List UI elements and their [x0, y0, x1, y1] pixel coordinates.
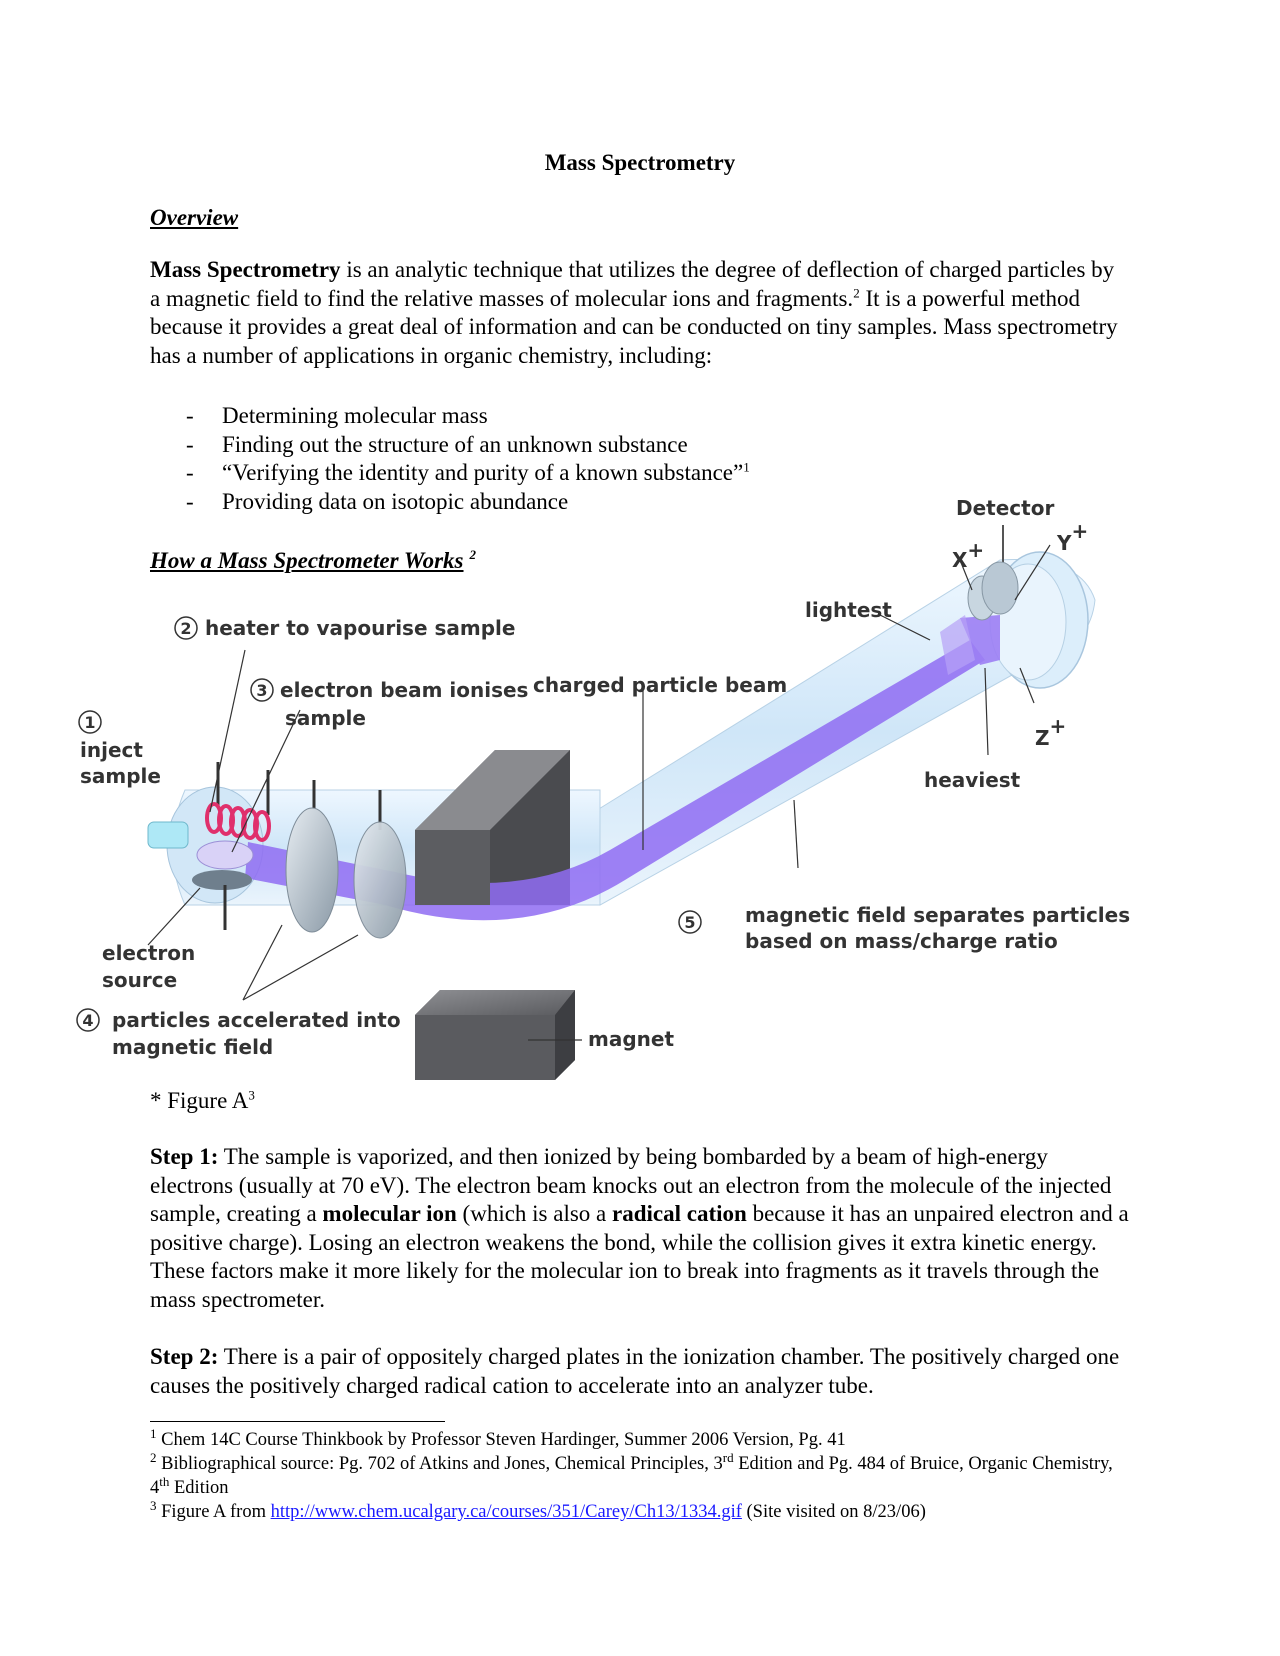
electron-source [192, 870, 252, 890]
label-inject-2: sample [80, 764, 161, 788]
vapourised-sample [196, 840, 254, 870]
label-y: Y+ [1056, 519, 1088, 555]
label-heater: heater to vapourise sample [205, 616, 515, 640]
step2-label: Step 2: [150, 1344, 219, 1369]
label-separate-1: magnetic field separates particles [745, 903, 1130, 927]
overview-text-2: It is a powerful method because it provi… [150, 285, 1118, 368]
page-title: Mass Spectrometry [544, 150, 736, 175]
label-x: X+ [952, 538, 984, 572]
inject-nozzle [147, 821, 189, 849]
label-ionise-2: sample [285, 706, 366, 730]
label-inject-1: inject [80, 738, 143, 762]
list-item: -“Verifying the identity and purity of a… [186, 459, 750, 485]
footnote-divider [150, 1421, 445, 1422]
label-accelerate-1: particles accelerated into [112, 1008, 401, 1032]
accelerating-plate-2 [353, 821, 407, 939]
step-number-3: 3 [256, 681, 267, 700]
mass-spectrometer-diagram: Detector X+ Y+ Z+ lightest heaviest char… [76, 496, 1130, 1080]
footnote-3: 3 Figure A from http://www.chem.ucalgary… [150, 1497, 926, 1522]
footnote-ref: 2 [853, 284, 860, 300]
step-number-2: 2 [180, 619, 191, 638]
label-z: Z+ [1035, 714, 1066, 750]
term-radical-cation: radical cation [612, 1201, 747, 1226]
step1-label: Step 1: [150, 1144, 219, 1169]
accelerating-plate-1 [285, 807, 339, 933]
step-number-1: 1 [84, 713, 95, 732]
detector-main [981, 561, 1019, 615]
source-link[interactable]: http://www.chem.ucalgary.ca/courses/351/… [270, 1502, 742, 1522]
label-detector: Detector [956, 496, 1054, 520]
label-magnet: magnet [588, 1027, 674, 1051]
label-lightest: lightest [805, 598, 892, 622]
label-source-2: source [102, 968, 177, 992]
step-number-5: 5 [684, 913, 695, 932]
step2-paragraph: Step 2: There is a pair of oppositely ch… [150, 1344, 1120, 1398]
list-item: -Determining molecular mass [186, 403, 488, 428]
label-heaviest: heaviest [924, 768, 1021, 792]
step1-paragraph: Step 1: The sample is vaporized, and the… [150, 1144, 1129, 1312]
footnote-1: 1 Chem 14C Course Thinkbook by Professor… [150, 1425, 846, 1450]
label-accelerate-2: magnetic field [112, 1035, 273, 1059]
overview-paragraph: Mass Spectrometry is an analytic techniq… [150, 256, 1130, 370]
term-molecular-ion: molecular ion [322, 1201, 457, 1226]
label-beam: charged particle beam [533, 673, 787, 697]
list-item: -Providing data on isotopic abundance [186, 488, 569, 514]
step-number-4: 4 [82, 1011, 93, 1030]
footnote-2: 2 Bibliographical source: Pg. 702 of Atk… [150, 1449, 1113, 1498]
overview-text-1: is an analytic technique that utilizes t… [150, 257, 1115, 311]
list-item: -Finding out the structure of an unknown… [186, 431, 688, 457]
overview-term: Mass Spectrometry [150, 257, 341, 282]
label-ionise-1: electron beam ionises [280, 678, 528, 702]
label-separate-2: based on mass/charge ratio [745, 929, 1058, 953]
applications-list: -Determining molecular mass -Finding out… [150, 402, 750, 516]
figure-caption: * Figure A3 [150, 1087, 255, 1113]
heater-coil [205, 802, 271, 842]
overview-heading: Overview [150, 205, 239, 230]
label-source-1: electron [102, 941, 195, 965]
